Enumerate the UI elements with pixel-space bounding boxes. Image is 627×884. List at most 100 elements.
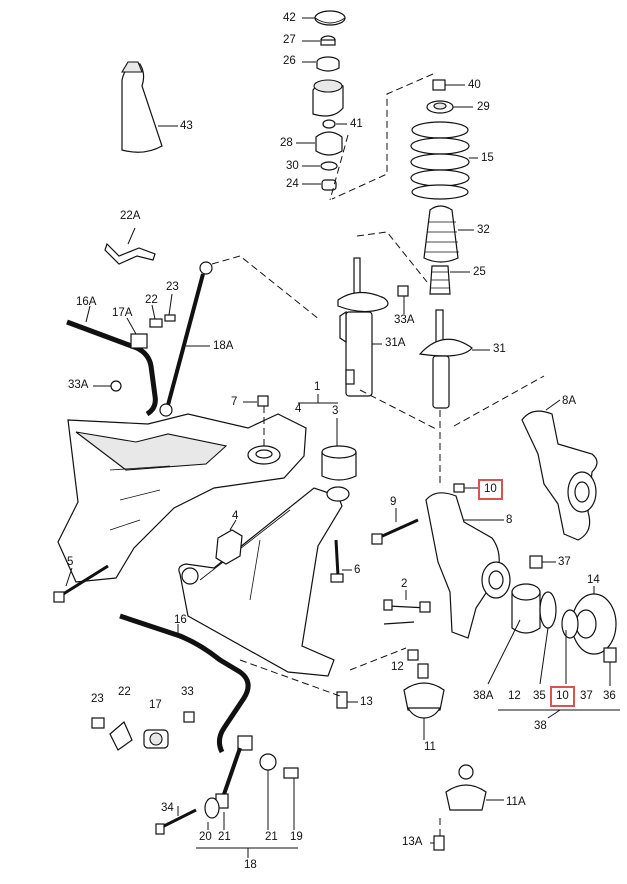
control-arm-1 — [178, 394, 350, 677]
callout-33A-bar: 33A — [68, 379, 89, 391]
callout-36: 36 — [603, 690, 616, 702]
callout-13A: 13A — [402, 836, 423, 848]
callout-7: 7 — [231, 396, 238, 408]
strut-31 — [418, 309, 490, 409]
bracket-22A — [104, 227, 156, 265]
callout-4: 4 — [232, 510, 239, 522]
bearing-38 — [487, 583, 620, 719]
callout-4-top: 4 — [295, 403, 302, 415]
strut-cap-42 — [302, 10, 346, 26]
callout-23-upper: 23 — [166, 281, 179, 293]
callout-16: 16 — [174, 614, 187, 626]
callout-37-lower: 37 — [580, 690, 593, 702]
callout-38A: 38A — [473, 690, 494, 702]
callout-12-nut: 12 — [391, 661, 404, 673]
link-assembly-18 — [155, 735, 299, 858]
steering-knuckle-8 — [425, 492, 511, 639]
nut-27 — [302, 35, 336, 46]
callout-28: 28 — [280, 137, 293, 149]
callout-42: 42 — [283, 12, 296, 24]
callout-29: 29 — [477, 101, 490, 113]
callout-1: 1 — [314, 381, 321, 393]
callout-32: 32 — [477, 224, 490, 236]
callout-16A: 16A — [76, 296, 97, 308]
callout-18A: 18A — [213, 340, 234, 352]
callout-19: 19 — [290, 831, 303, 843]
stabilizer-link-18A — [159, 261, 213, 417]
bushing-17 — [143, 729, 169, 749]
callout-26: 26 — [283, 55, 296, 67]
bushing-3 — [321, 418, 357, 481]
callout-24: 24 — [286, 178, 299, 190]
callout-10-highlighted-lower: 10 — [550, 686, 575, 707]
coil-spring-15 — [410, 121, 478, 200]
callout-22A: 22A — [120, 210, 141, 222]
bolt-7 — [243, 395, 269, 446]
sleeve-24 — [302, 179, 337, 191]
callout-8: 8 — [506, 514, 513, 526]
bushing-4 — [215, 519, 243, 565]
bolt-37 — [529, 555, 556, 569]
callout-23-lower: 23 — [91, 693, 104, 705]
callout-12-bearing: 12 — [508, 690, 521, 702]
callout-17: 17 — [149, 699, 162, 711]
callout-11A: 11A — [506, 796, 526, 808]
washer-30 — [302, 161, 338, 171]
nut-33A — [397, 285, 409, 314]
callout-22-upper: 22 — [145, 294, 158, 306]
callout-34: 34 — [161, 802, 174, 814]
stabilizer-bar-16 — [119, 613, 251, 754]
bolt-23 — [91, 717, 105, 729]
nut-41 — [322, 119, 347, 129]
bolt-13A — [430, 835, 445, 851]
bolt-6 — [330, 539, 352, 583]
callout-21-right: 21 — [265, 831, 278, 843]
bearing-26 — [302, 56, 340, 72]
nut-10-upper — [453, 483, 480, 493]
subframe — [57, 413, 307, 583]
callout-14: 14 — [587, 574, 600, 586]
bolt-5 — [53, 564, 109, 603]
callout-5: 5 — [67, 556, 74, 568]
callout-33: 33 — [181, 686, 194, 698]
bolt-9 — [371, 508, 419, 545]
callout-22-lower: 22 — [118, 686, 131, 698]
spring-seat-29 — [426, 100, 473, 114]
callout-18: 18 — [244, 859, 257, 871]
steering-knuckle-8A — [521, 399, 598, 541]
callout-17A: 17A — [112, 307, 133, 319]
callout-33A-strut: 33A — [394, 314, 415, 326]
nut-33 — [183, 711, 195, 723]
bump-stop-25 — [429, 265, 470, 295]
bump-stop-28 — [296, 131, 343, 156]
callout-13: 13 — [360, 696, 373, 708]
callout-40: 40 — [468, 79, 481, 91]
callout-38: 38 — [534, 720, 547, 732]
callout-31: 31 — [493, 343, 506, 355]
callout-20: 20 — [199, 831, 212, 843]
link-2 — [383, 590, 431, 625]
callout-11: 11 — [424, 741, 436, 753]
strut-mount — [312, 79, 344, 117]
callout-27: 27 — [283, 34, 296, 46]
ball-joint-11A — [445, 764, 504, 811]
ball-joint-11 — [403, 663, 445, 740]
nut-12 — [407, 649, 419, 661]
callout-3: 3 — [332, 405, 339, 417]
strut-31A — [337, 257, 389, 397]
callout-9: 9 — [390, 496, 397, 508]
callout-43: 43 — [180, 120, 193, 132]
nut-36 — [603, 647, 617, 686]
callout-21-left: 21 — [218, 831, 231, 843]
stabilizer-bar-16A — [66, 293, 176, 417]
callout-31A: 31A — [385, 337, 406, 349]
callout-6: 6 — [354, 564, 361, 576]
bolt-13 — [336, 691, 358, 709]
callout-35: 35 — [533, 690, 546, 702]
callout-8A: 8A — [562, 395, 577, 407]
wheel-hub-14 — [561, 586, 617, 655]
nut-40 — [432, 79, 465, 91]
callout-37-upper: 37 — [558, 556, 571, 568]
